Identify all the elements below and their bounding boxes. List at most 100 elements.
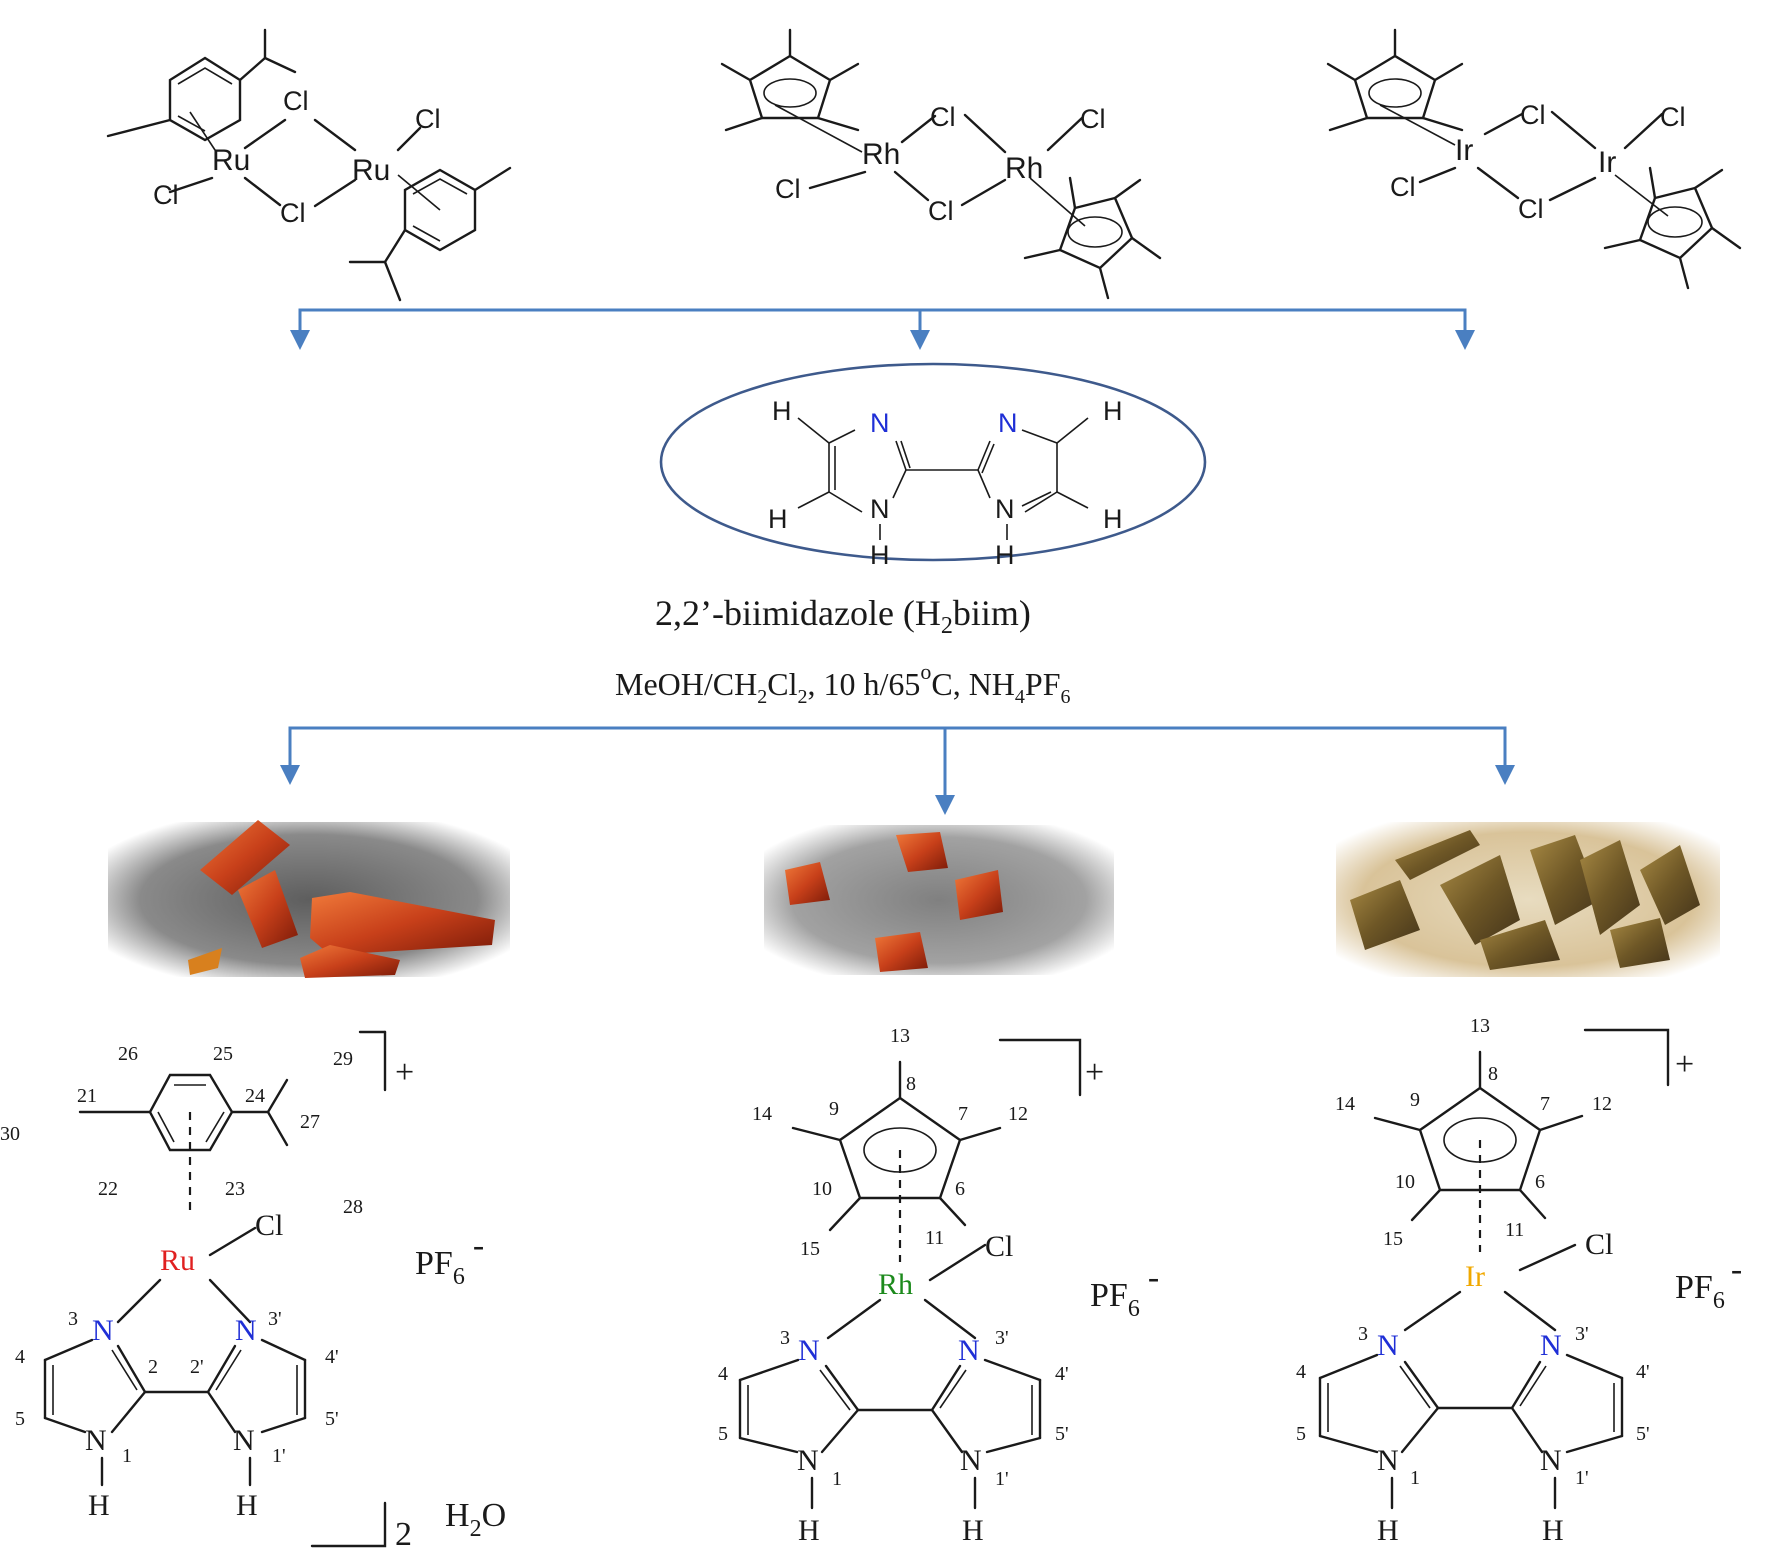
- atom-number: 29: [333, 1048, 353, 1070]
- atom-number: 1: [122, 1445, 132, 1467]
- nitrogen-atom: N: [235, 1314, 257, 1347]
- atom-number: 13: [890, 1025, 910, 1047]
- stoich-subscript: 2: [395, 1516, 412, 1549]
- atom-number: 1': [1575, 1467, 1589, 1489]
- atom-number: 15: [1383, 1228, 1403, 1250]
- arrow-head: [280, 765, 300, 785]
- hydrogen-atom: H: [995, 540, 1015, 570]
- reaction-conditions: MeOH/CH2Cl2, 10 h/65oC, NH4PF6: [615, 659, 1071, 708]
- ru-product: Ru Cl + PF6- N N N N H H 2 H2O 26: [0, 1030, 506, 1549]
- atom-number: 11: [1505, 1219, 1524, 1241]
- arrow-head: [910, 330, 930, 350]
- atom-number: 24: [245, 1085, 265, 1107]
- nitrogen-atom: N: [798, 1334, 820, 1367]
- cl-label: Cl: [1520, 100, 1546, 130]
- rh-crystals: [764, 825, 1114, 975]
- atom-number: 12: [1008, 1103, 1028, 1125]
- atom-number: 15: [800, 1238, 820, 1260]
- ir-atom-1: Ir: [1455, 134, 1473, 167]
- nitrogen-atom: N: [870, 408, 890, 438]
- atom-number: 2: [148, 1356, 158, 1378]
- rh-atom-1: Rh: [862, 138, 900, 171]
- ligand-ellipse: [659, 362, 1207, 562]
- nitrogen-atom: N: [1540, 1444, 1562, 1477]
- atom-number: 26: [118, 1043, 138, 1065]
- ir-atom-2: Ir: [1598, 146, 1616, 179]
- atom-number: 1: [832, 1468, 842, 1490]
- atom-number: 12: [1592, 1093, 1612, 1115]
- top-arrows: [290, 308, 1475, 350]
- hydrogen-atom: H: [870, 540, 890, 570]
- water: H2O: [445, 1497, 506, 1542]
- atom-number: 3': [1575, 1323, 1589, 1345]
- atom-number: 22: [98, 1178, 118, 1200]
- biimidazole-ligand: N N N N H H H H H H: [659, 362, 1207, 570]
- ir-metal-center: Ir: [1465, 1260, 1485, 1293]
- hydrogen-atom: H: [1542, 1514, 1564, 1547]
- hydrogen-atom: H: [1103, 504, 1123, 534]
- atom-number: 5: [1296, 1423, 1306, 1445]
- arrow-head: [935, 795, 955, 815]
- atom-number: 3: [780, 1327, 790, 1349]
- atom-number: 28: [343, 1196, 363, 1218]
- atom-number: 3': [268, 1308, 282, 1330]
- cp-star-ring-lower: [1638, 186, 1714, 260]
- rh-atom-2: Rh: [1005, 152, 1043, 185]
- hydrogen-atom: H: [1103, 396, 1123, 426]
- atom-number: 3': [995, 1327, 1009, 1349]
- atom-number: 1': [272, 1445, 286, 1467]
- atom-number: 21: [77, 1085, 97, 1107]
- nitrogen-atom: N: [960, 1444, 982, 1477]
- nitrogen-atom: N: [92, 1314, 114, 1347]
- ir-product: Ir Cl + PF6- N N N N H H 13 8 14 9 7: [1296, 1015, 1742, 1547]
- ligand-name: 2,2’-biimidazole (H2biim): [655, 593, 1031, 639]
- charge-plus: +: [395, 1054, 414, 1091]
- cl-label: Cl: [1390, 172, 1416, 202]
- counterion: PF6-: [415, 1227, 484, 1290]
- cl-label: Cl: [1080, 104, 1106, 134]
- atom-number: 25: [213, 1043, 233, 1065]
- atom-number: 11: [925, 1227, 944, 1249]
- nitrogen-atom: N: [797, 1444, 819, 1477]
- atom-number: 9: [829, 1098, 839, 1120]
- hydrogen-atom: H: [236, 1489, 258, 1522]
- atom-number: 3: [1358, 1323, 1368, 1345]
- cl-label: Cl: [1585, 1228, 1613, 1261]
- atom-number: 14: [752, 1103, 772, 1125]
- ru-atom-1: Ru: [212, 144, 250, 177]
- nitrogen-atom: N: [1540, 1329, 1562, 1362]
- ru-dimer-precursor: Ru Cl Cl Cl Cl Ru: [106, 28, 512, 302]
- counterion: PF6-: [1675, 1251, 1742, 1314]
- cp-star-ring-upper: [748, 54, 832, 120]
- cymene-ring-upper: [168, 56, 242, 142]
- ir-dimer-precursor: Ir Cl Cl Cl Cl Ir: [1326, 28, 1742, 290]
- ir-crystals: [1336, 822, 1720, 977]
- atom-number: 5': [1636, 1423, 1650, 1445]
- atom-number: 8: [1488, 1063, 1498, 1085]
- nitrogen-atom: N: [998, 408, 1018, 438]
- hydrogen-atom: H: [88, 1489, 110, 1522]
- cl-label: Cl: [985, 1230, 1013, 1263]
- charge-plus: +: [1675, 1046, 1694, 1083]
- cl-label: Cl: [283, 86, 309, 116]
- hydrogen-atom: H: [798, 1514, 820, 1547]
- cl-label: Cl: [1660, 102, 1686, 132]
- atom-number: 23: [225, 1178, 245, 1200]
- rh-metal-center: Rh: [878, 1268, 913, 1301]
- cl-label: Cl: [1518, 194, 1544, 224]
- atom-number: 1': [995, 1468, 1009, 1490]
- nitrogen-atom: N: [85, 1424, 107, 1457]
- ru-atom-2: Ru: [352, 154, 390, 187]
- atom-number: 5': [325, 1408, 339, 1430]
- nitrogen-atom: N: [1377, 1444, 1399, 1477]
- nitrogen-atom: N: [995, 494, 1015, 524]
- hydrogen-atom: H: [772, 396, 792, 426]
- nitrogen-atom: N: [1377, 1329, 1399, 1362]
- atom-number: 4': [1636, 1361, 1650, 1383]
- atom-number: 30: [0, 1123, 20, 1145]
- arrow-head: [290, 330, 310, 350]
- nitrogen-atom: N: [870, 494, 890, 524]
- lower-arrows: [280, 726, 1515, 815]
- atom-number: 5: [718, 1423, 728, 1445]
